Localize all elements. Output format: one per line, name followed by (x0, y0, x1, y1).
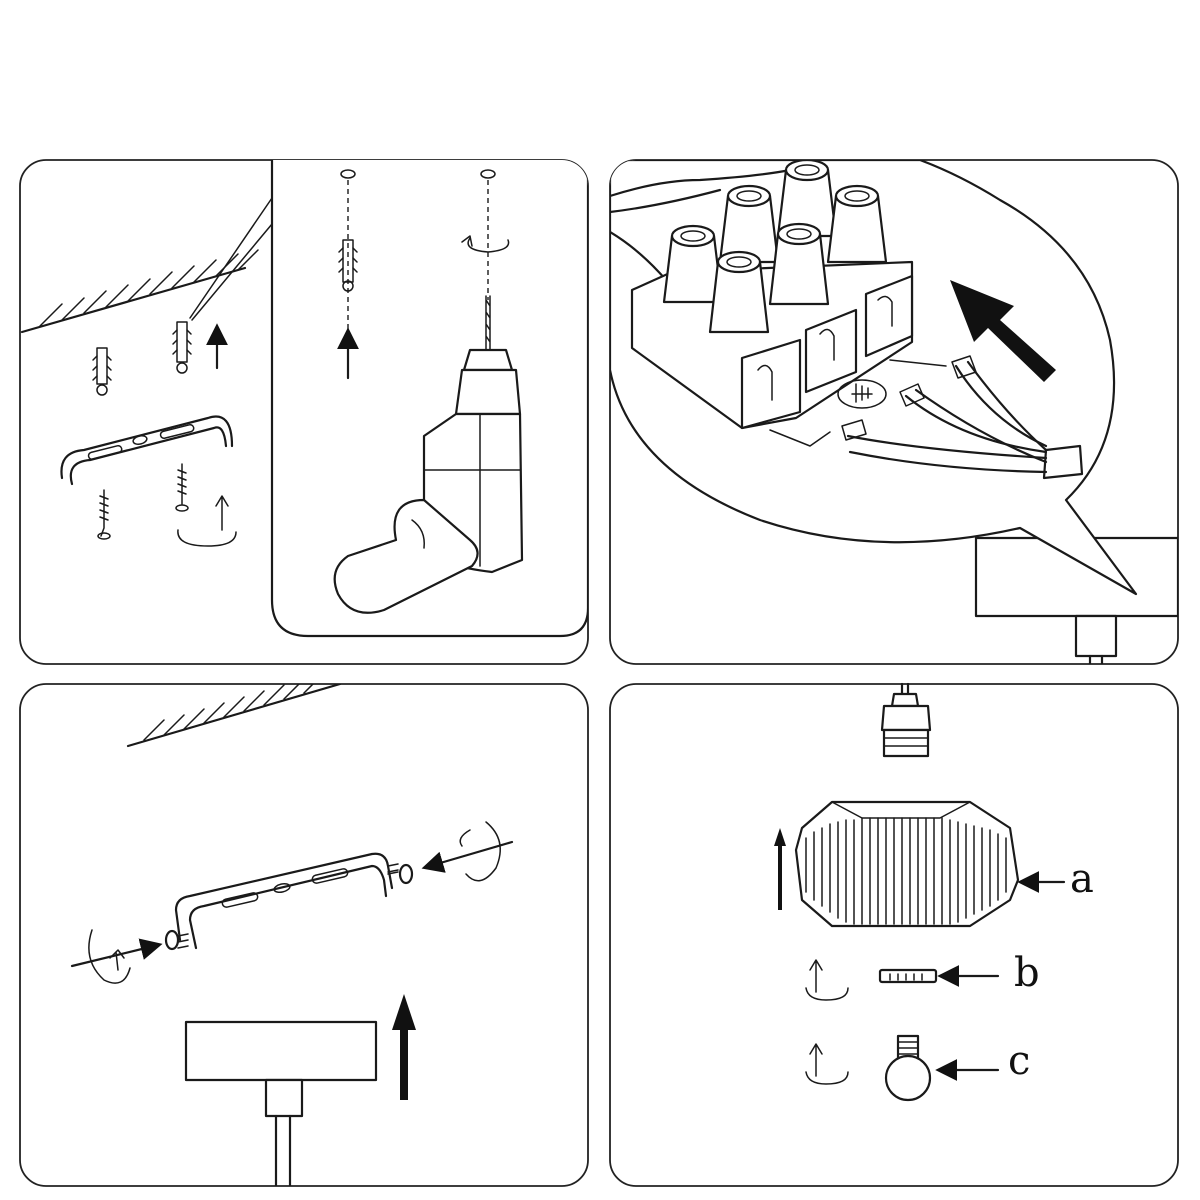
wall-plug-icon (172, 321, 192, 374)
rotate-icon (805, 1043, 849, 1085)
callout-a: a (1017, 856, 1094, 902)
arrow-up-icon (774, 828, 786, 910)
panel-step-1 (19, 159, 589, 665)
rotate-icon (421, 821, 514, 882)
callout-b: b (937, 950, 1040, 996)
ground-symbol-icon (837, 379, 887, 409)
shade-ring (878, 968, 938, 984)
incoming-cable (841, 355, 1084, 480)
wall-plug-icon (338, 239, 358, 292)
panel-step-3 (19, 683, 589, 1187)
arrow-up-icon (392, 994, 416, 1100)
screw-icon (387, 863, 414, 885)
screw-icon (164, 929, 189, 951)
lamp-holder (880, 682, 932, 758)
bulb-icon (884, 1034, 932, 1102)
screw-icon (97, 489, 111, 540)
ceiling-hatch (20, 249, 259, 334)
mounting-bracket (60, 415, 234, 486)
arrow-icon (950, 280, 1056, 382)
lamp-shade (794, 800, 1020, 928)
rotate-icon (70, 929, 163, 984)
ceiling-hatch (126, 684, 342, 748)
drill-icon (333, 295, 524, 614)
rotate-icon (805, 959, 849, 1001)
callout-c: c (935, 1038, 1030, 1084)
panel-step-4: a b c (609, 682, 1179, 1187)
callout-label-a: a (1070, 856, 1094, 902)
callout-label-b: b (1014, 950, 1040, 996)
wall-plug-icon (92, 347, 112, 396)
rotate-icon (461, 235, 510, 253)
mounting-bracket (174, 852, 394, 950)
panel-step-2 (609, 159, 1179, 665)
callout-label-c: c (1008, 1038, 1030, 1084)
rotate-icon (177, 495, 237, 547)
canopy (184, 1020, 378, 1186)
screw-icon (175, 463, 189, 512)
terminal-screw-icon (662, 160, 888, 334)
